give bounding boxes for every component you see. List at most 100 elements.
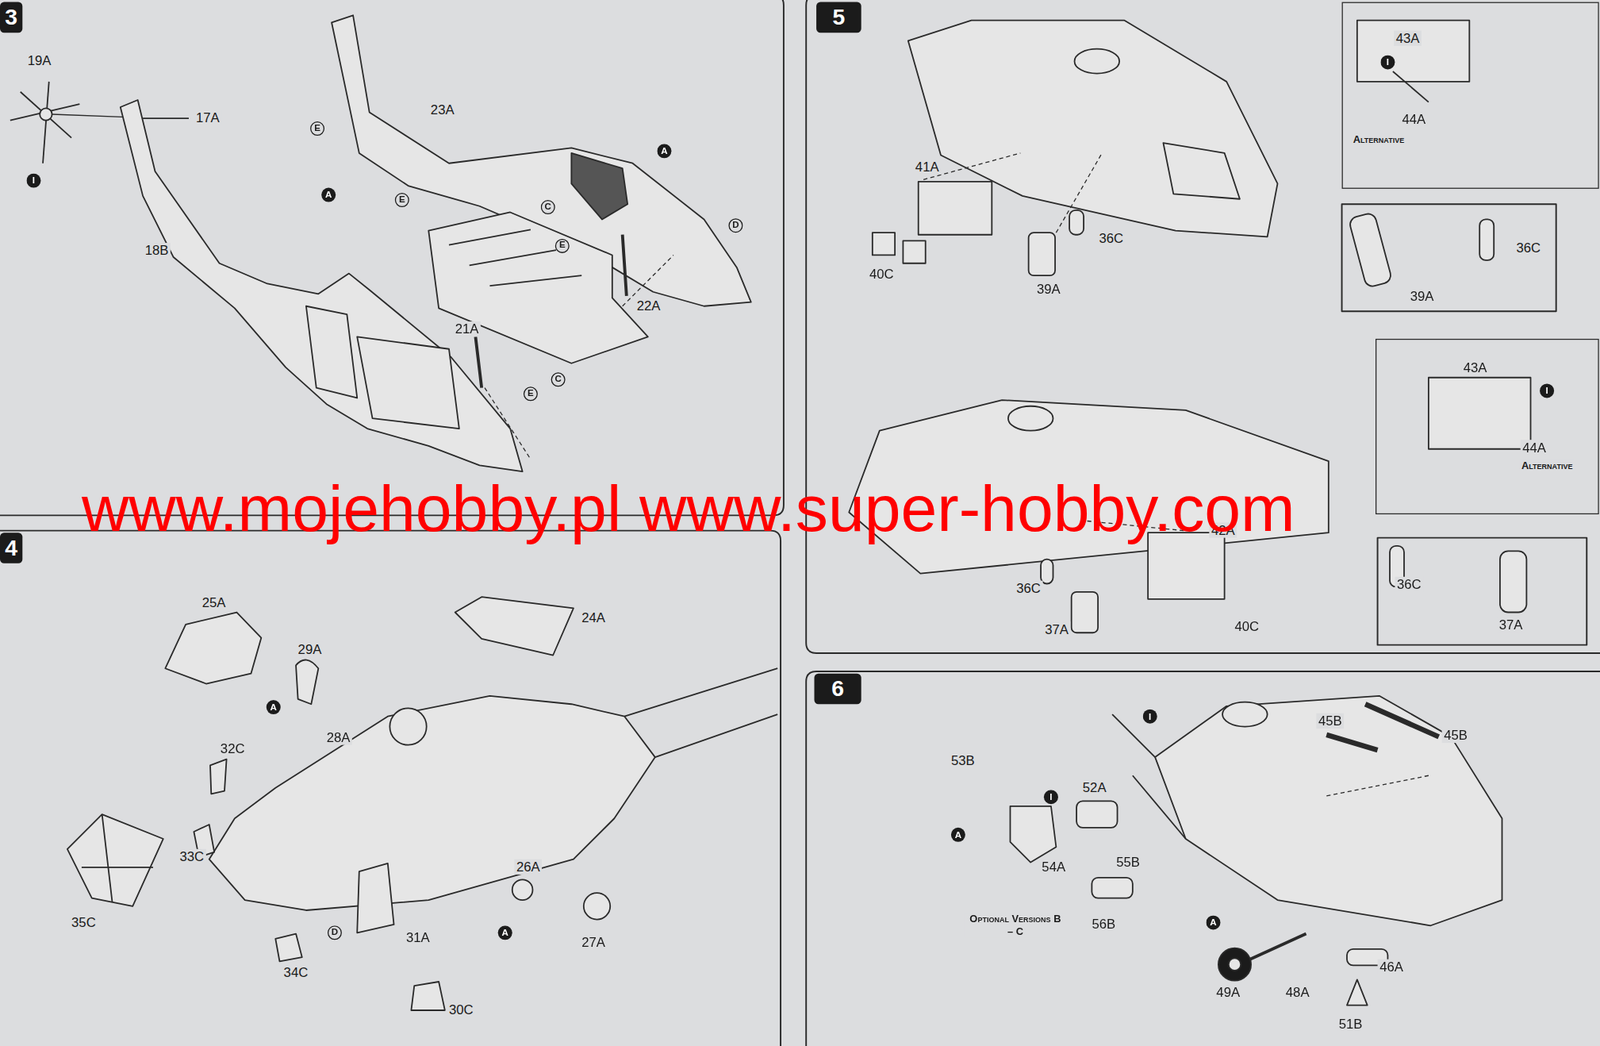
part-number: 28A [324,729,353,745]
part-number: 41A [913,159,941,175]
part-windscreen [67,813,164,906]
part-door [918,181,993,235]
part-number: 35C [69,913,98,929]
attachment-marker: I [1380,54,1395,70]
part-number: 56B [1089,916,1118,932]
part-nose-cover [164,612,261,684]
part-number: 30C [446,1001,476,1017]
part-number: 40C [1232,617,1262,634]
part-number: 29A [295,641,324,657]
door-detail [1357,20,1470,82]
attachment-marker: D [327,924,342,940]
part-number: 27A [579,934,608,950]
fuselage [1154,695,1502,925]
part-number: 21A [452,321,481,337]
engine-intake [1008,406,1054,431]
part-number: 37A [1043,621,1071,637]
inset-frame [1342,203,1557,311]
wheel-hub [1228,957,1241,970]
inset-frame [1377,537,1588,645]
engine-intake [1222,702,1268,727]
step-number: 4 [0,532,23,564]
part-number: 43A [1393,30,1422,47]
attachment-marker: I [1143,709,1158,724]
part-number: 39A [1034,281,1063,297]
part-window [1348,211,1393,288]
alternative-inset: Alternative [1342,2,1600,189]
alternative-note: Alternative [1519,460,1575,472]
attachment-marker: A [266,699,281,714]
attachment-marker: I [1043,789,1059,804]
fuselage [908,20,1278,238]
attachment-marker: A [498,924,513,940]
part-number: 34C [281,963,311,979]
tail-boom [1112,713,1186,839]
gun-mount [1392,71,1429,103]
part-door [1147,532,1224,599]
part-window [193,759,302,962]
part-window [1028,232,1056,276]
attachment-marker: E [555,238,570,254]
part-number: 39A [1408,288,1436,304]
part-number: 17A [193,110,222,126]
attachment-marker: C [551,372,566,387]
part-fairing [1076,800,1117,827]
part-number: 45B [1316,713,1344,729]
attachment-marker: I [26,173,41,189]
part-door [356,863,394,933]
strut [475,234,626,388]
part-number: 26A [514,859,542,875]
part-number: 53B [948,752,977,768]
part-number: 52A [1080,778,1109,795]
part-number: 45B [1442,727,1470,743]
cockpit-panel [571,153,628,220]
tail-boom [624,667,778,757]
rotor-hub [10,81,189,164]
attachment-marker: C [541,199,556,215]
watermark: www.mojehobby.pl www.super-hobby.com [81,475,1296,541]
leader-line [484,153,1429,796]
step-number-text: 5 [832,3,846,31]
panel-frame [805,671,1600,1046]
part-window [902,240,925,263]
engine-intake [1074,49,1121,74]
fuselage [209,695,656,910]
attachment-marker: E [310,121,325,136]
step-number: 3 [0,2,23,34]
part-step [1091,877,1132,898]
attachment-marker: A [951,827,966,842]
part-number: 40C [867,266,896,282]
fuselage-windows [306,306,460,429]
part-number: 36C [1514,239,1543,255]
part-number: 36C [1097,230,1126,246]
attachment-marker: A [656,143,672,158]
part-exhaust [1009,805,1056,863]
step-number: 6 [814,673,862,705]
part-number: 18B [142,242,171,258]
part-number: 49A [1214,984,1243,1000]
attachment-marker: I [1539,383,1554,398]
engine-intake [389,707,426,745]
alternative-note: Alternative [1350,133,1407,145]
part-antenna [1346,978,1368,1005]
part-number: 23A [428,102,457,118]
part-door-glass [410,981,445,1010]
step-number-text: 3 [4,3,18,31]
part-number: 48A [1283,984,1312,1000]
cockpit-window [1162,142,1240,200]
attachment-marker: A [321,188,336,203]
part-number: 37A [1496,617,1525,633]
windscreen-frame [81,813,154,902]
part-window [872,232,895,255]
part-number: 25A [199,594,228,611]
part-number: 46A [1377,959,1406,975]
part-window [1479,218,1494,260]
part-number: 32C [218,740,247,756]
attachment-marker: A [1205,914,1221,929]
step-number: 5 [816,2,862,34]
part-number: 54A [1039,859,1068,875]
panel-frame [0,0,784,515]
part-intake [295,659,319,705]
door-detail [1428,377,1531,449]
cabin-interior [428,211,649,363]
